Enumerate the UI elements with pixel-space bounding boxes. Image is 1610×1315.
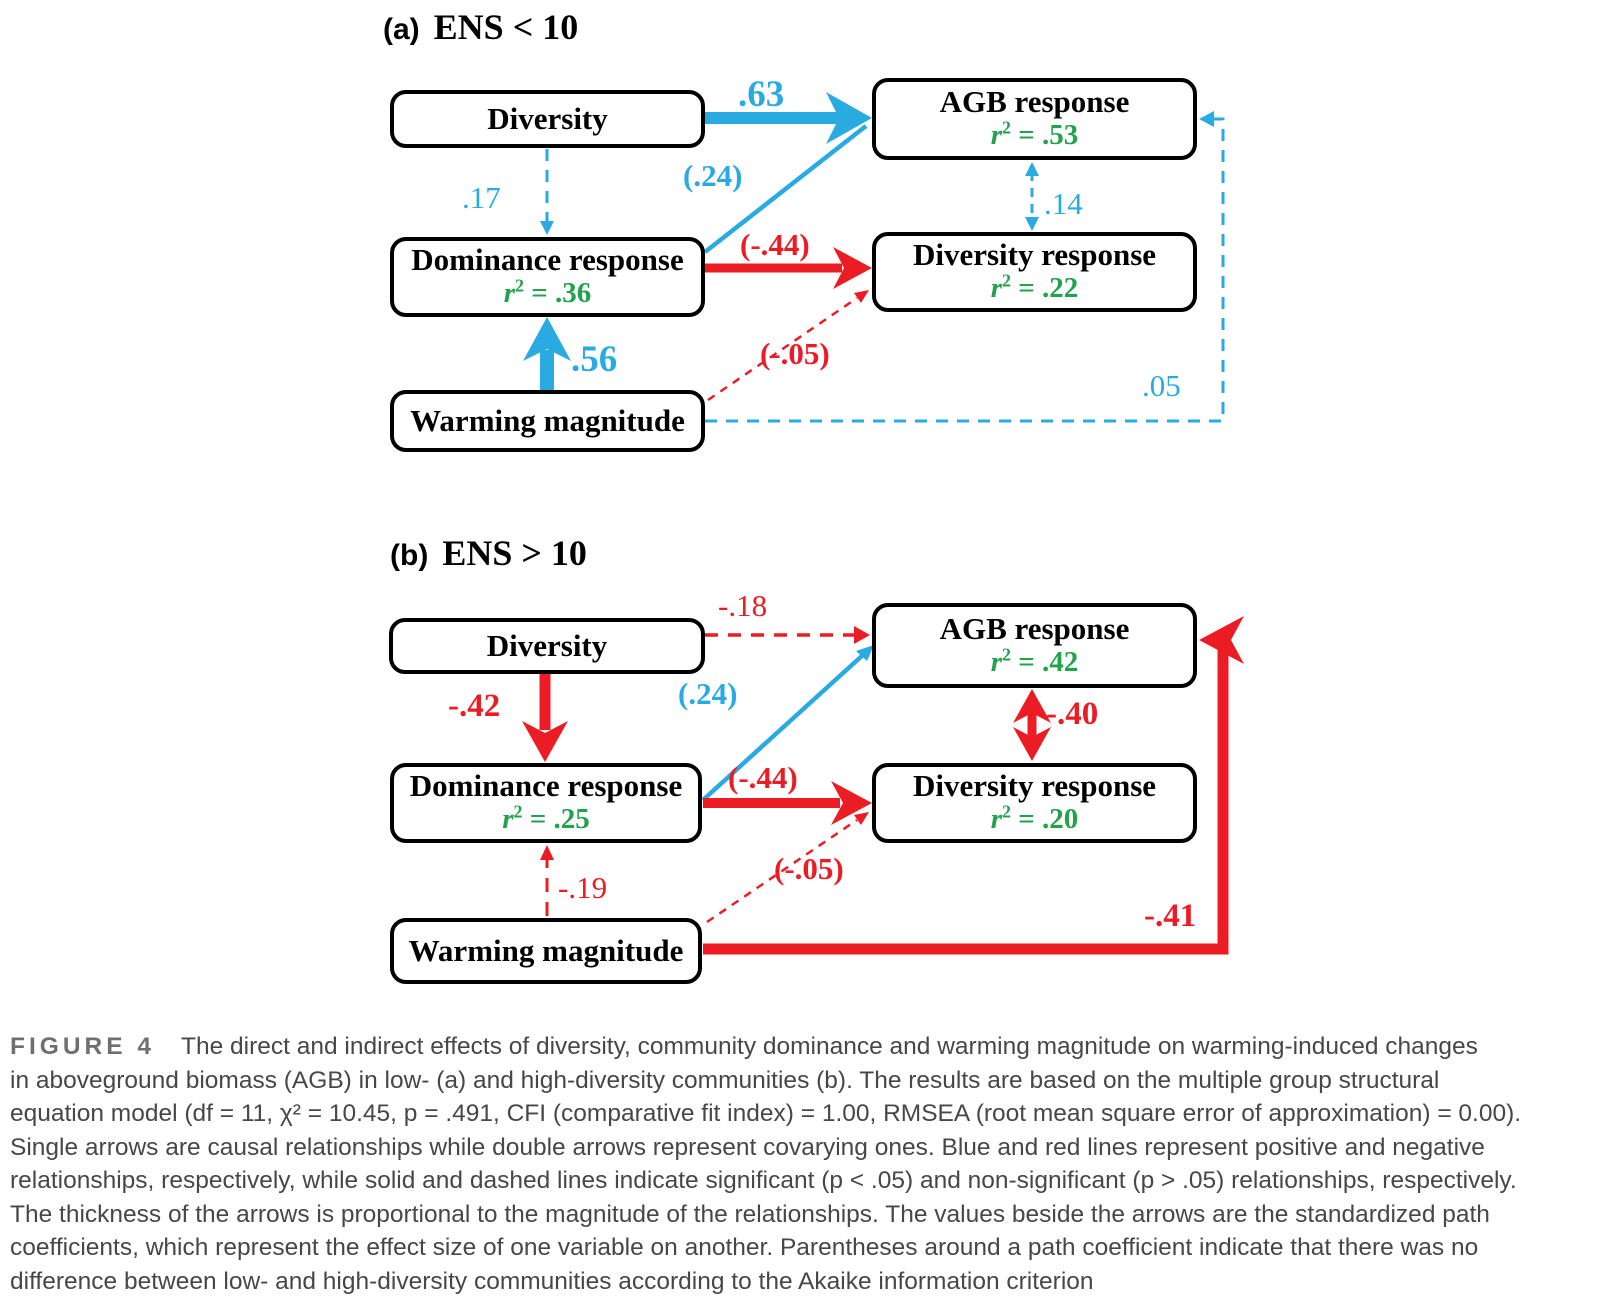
caption-line: The thickness of the arrows is proportio…: [10, 1200, 1490, 1228]
node-a-diversity-response-label: Diversity response: [912, 237, 1157, 273]
panel-a-label: (a): [383, 13, 420, 46]
node-a-diversity-response: Diversity response r2 = .22: [872, 232, 1197, 312]
coef-a-dom-agb: (.24): [683, 158, 743, 193]
arrow-a-agb-diversity-response-covariance: [1025, 162, 1039, 231]
arrow-a-diversity-to-agb: [705, 92, 872, 144]
coef-b-warm-divresp: (-.05): [774, 851, 844, 886]
node-b-dominance-response: Dominance response r2 = .25: [390, 763, 702, 843]
node-a-warming-label: Warming magnitude: [410, 402, 685, 438]
coef-a-div-dom: .17: [462, 180, 501, 215]
coef-a-agb-divresp: .14: [1044, 186, 1083, 221]
coef-a-warm-divresp: (-.05): [760, 336, 830, 371]
node-a-dominance-response: Dominance response r2 = .36: [390, 237, 705, 317]
arrow-b-dominance-to-agb: [701, 645, 874, 802]
node-a-diversity-label: Diversity: [487, 100, 608, 136]
node-a-dominance-r2: r2 = .36: [503, 275, 592, 310]
figure-number: FIGURE 4: [10, 1033, 155, 1060]
node-b-warming-label: Warming magnitude: [408, 932, 684, 968]
panel-a-title: (a) ENS < 10: [383, 6, 578, 48]
coef-b-warm-agb: -.41: [1144, 898, 1197, 934]
coef-b-dom-agb: (.24): [678, 676, 738, 711]
coef-b-agb-divresp: -.40: [1046, 696, 1099, 732]
caption-line: difference between low- and high-diversi…: [10, 1267, 1094, 1295]
coef-a-div-agb: .63: [738, 74, 785, 115]
caption-text: The direct and indirect effects of diver…: [181, 1033, 1478, 1060]
node-b-agb-label: AGB response: [939, 610, 1130, 646]
arrow-a-warming-to-diversity-response: [707, 290, 869, 402]
caption-line: coefficients, which represent the effect…: [10, 1234, 1479, 1261]
node-a-diversity-response-r2: r2 = .22: [990, 270, 1079, 305]
node-a-warming-magnitude: Warming magnitude: [390, 390, 705, 452]
node-a-diversity: Diversity: [390, 90, 705, 148]
node-a-agb-r2: r2 = .53: [990, 117, 1079, 152]
coef-a-dom-divresp: (-.44): [740, 227, 810, 262]
node-b-diversity-label: Diversity: [486, 627, 608, 663]
caption-line: Single arrows are causal relationships w…: [10, 1133, 1485, 1161]
node-a-dominance-label: Dominance response: [411, 242, 684, 278]
panel-a-heading: ENS < 10: [433, 7, 579, 47]
arrow-b-warming-to-diversity-response: [706, 812, 869, 924]
node-b-dominance-label: Dominance response: [409, 768, 683, 804]
node-b-warming-magnitude: Warming magnitude: [390, 918, 702, 984]
node-a-agb-response: AGB response r2 = .53: [872, 78, 1197, 160]
arrows-layer: [522, 92, 1244, 955]
node-a-agb-label: AGB response: [939, 84, 1130, 120]
caption-line: relationships, respectively, while solid…: [10, 1167, 1517, 1194]
coef-b-div-dom: -.42: [448, 688, 501, 724]
arrow-b-warming-to-agb: [703, 616, 1244, 955]
figure-caption: FIGURE 4 The direct and indirect effects …: [10, 1030, 1602, 1298]
arrow-b-diversity-to-dominance: [522, 674, 568, 762]
panel-b-heading: ENS > 10: [442, 533, 587, 573]
arrow-a-diversity-to-dominance: [540, 149, 554, 235]
coef-a-warm-agb: .05: [1142, 368, 1181, 403]
arrow-b-dominance-to-diversity-response: [703, 781, 872, 825]
node-b-agb-response: AGB response r2 = .42: [872, 603, 1197, 688]
arrow-a-dominance-to-diversity-response: [705, 247, 872, 289]
node-b-dominance-r2: r2 = .25: [502, 801, 590, 836]
arrow-b-warming-to-dominance: [540, 845, 554, 916]
node-b-agb-r2: r2 = .42: [990, 644, 1079, 678]
coef-b-dom-divresp: (-.44): [728, 760, 798, 795]
coef-b-div-agb: -.18: [718, 588, 768, 623]
line-a-dominance-to-agb: [703, 124, 868, 254]
node-b-diversity-response-label: Diversity response: [912, 768, 1157, 804]
panel-b-title: (b) ENS > 10: [390, 532, 587, 574]
arrow-b-agb-diversity-response-covariance: [1013, 689, 1051, 761]
caption-line: FIGURE 4 The direct and indirect effects …: [10, 1030, 1602, 1064]
panel-b-label: (b): [390, 539, 429, 572]
arrow-a-warming-to-dominance: [523, 317, 571, 390]
node-b-diversity: Diversity: [389, 618, 705, 674]
caption-line: in aboveground biomass (AGB) in low- (a)…: [10, 1066, 1440, 1094]
arrow-b-diversity-to-agb: [705, 626, 870, 644]
node-b-diversity-response-r2: r2 = .20: [990, 801, 1079, 836]
caption-line: equation model (df = 11, χ² = 10.45, p =…: [10, 1100, 1522, 1127]
coef-a-warm-dom: .56: [571, 339, 618, 380]
arrow-a-warming-to-agb: [705, 111, 1225, 423]
node-b-diversity-response: Diversity response r2 = .20: [872, 763, 1197, 843]
coef-b-warm-dom: -.19: [558, 870, 608, 905]
